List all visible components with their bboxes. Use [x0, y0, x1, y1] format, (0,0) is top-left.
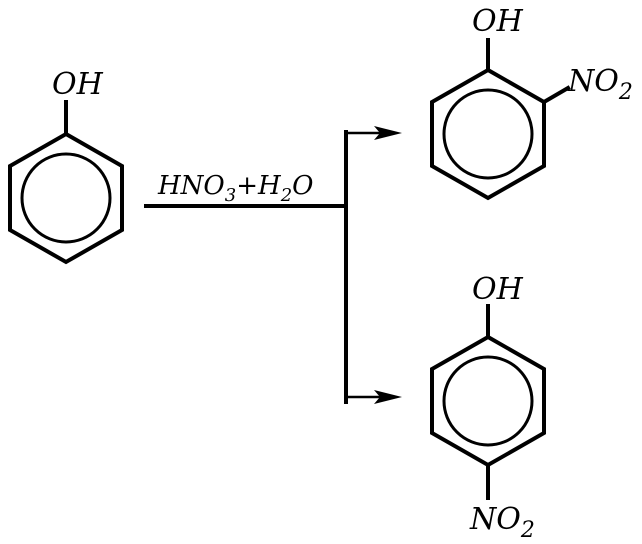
reagent-plus: + — [236, 171, 258, 201]
ortho-no-text: NO — [567, 64, 619, 99]
para-no-text: NO — [469, 502, 521, 537]
reaction-arrows: HNO3+H2O — [144, 126, 402, 404]
ortho-no2-sub: 2 — [618, 80, 633, 105]
para-no2-sub: 2 — [520, 518, 535, 543]
ortho-oh-label: OH — [472, 4, 524, 39]
reagent-hno: HNO — [157, 171, 225, 201]
reagent-h: H — [257, 171, 282, 201]
ortho-aromatic-circle — [442, 88, 534, 180]
reactant-benzene-ring — [8, 131, 124, 265]
ortho-no2-label: NO2 — [567, 64, 633, 105]
ortho-no2-bond — [541, 85, 571, 105]
reagent-sub-2: 2 — [280, 185, 292, 206]
reactant-aromatic-circle — [20, 152, 112, 244]
reactant-oh-label: OH — [52, 67, 104, 102]
para-aromatic-circle — [442, 355, 534, 447]
upper-arrow-head — [374, 126, 402, 140]
reactant-phenol: OH — [8, 67, 124, 265]
product-para-nitrophenol: OH NO2 — [430, 272, 546, 543]
reagent-sub-3: 3 — [225, 185, 236, 206]
lower-arrow-head — [374, 390, 402, 404]
reagent-o: O — [292, 171, 313, 201]
reagent-label: HNO3+H2O — [157, 171, 313, 206]
product-ortho-nitrophenol: OH NO2 — [430, 4, 633, 201]
para-oh-label: OH — [472, 272, 524, 307]
para-no2-label: NO2 — [469, 502, 535, 543]
